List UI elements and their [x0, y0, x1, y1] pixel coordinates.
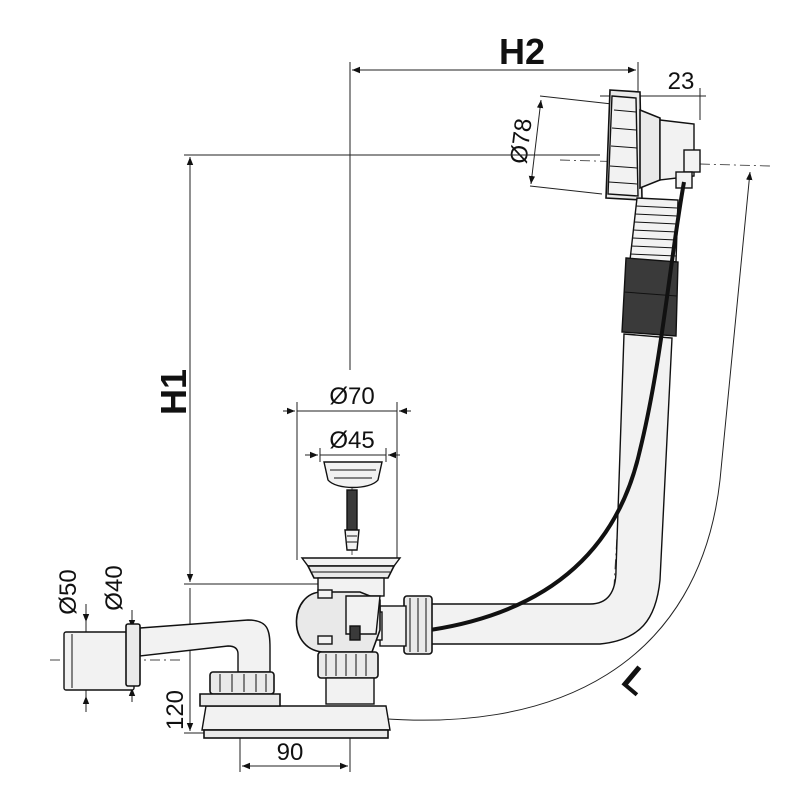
d45-label: Ø45 — [329, 427, 374, 454]
d70-label: Ø70 — [329, 383, 374, 410]
dimension-h1: H1 — [153, 154, 600, 585]
d40-label: Ø40 — [101, 565, 128, 610]
w23-label: 23 — [668, 68, 695, 95]
dimension-d45: Ø45 — [305, 427, 400, 462]
outlet-pipe — [63, 623, 141, 691]
w90-label: 90 — [277, 739, 304, 766]
h120-label: 120 — [162, 690, 189, 730]
dimension-d70: Ø70 — [283, 383, 411, 560]
dimension-90: 90 — [239, 690, 351, 772]
dimension-120: 120 — [162, 588, 206, 734]
dimension-d78: Ø78 — [505, 95, 613, 195]
drain-body — [295, 557, 402, 653]
overflow-head — [605, 89, 701, 201]
dimension-h2: H2 — [349, 31, 639, 370]
d78-label: Ø78 — [505, 117, 537, 165]
overflow-pipe — [419, 197, 679, 645]
h1-label: H1 — [153, 369, 194, 415]
drain-plug — [323, 461, 383, 551]
control-cable — [359, 181, 686, 636]
h2-label: H2 — [499, 31, 545, 72]
d50-label: Ø50 — [55, 569, 82, 614]
trap-assembly — [139, 619, 391, 739]
